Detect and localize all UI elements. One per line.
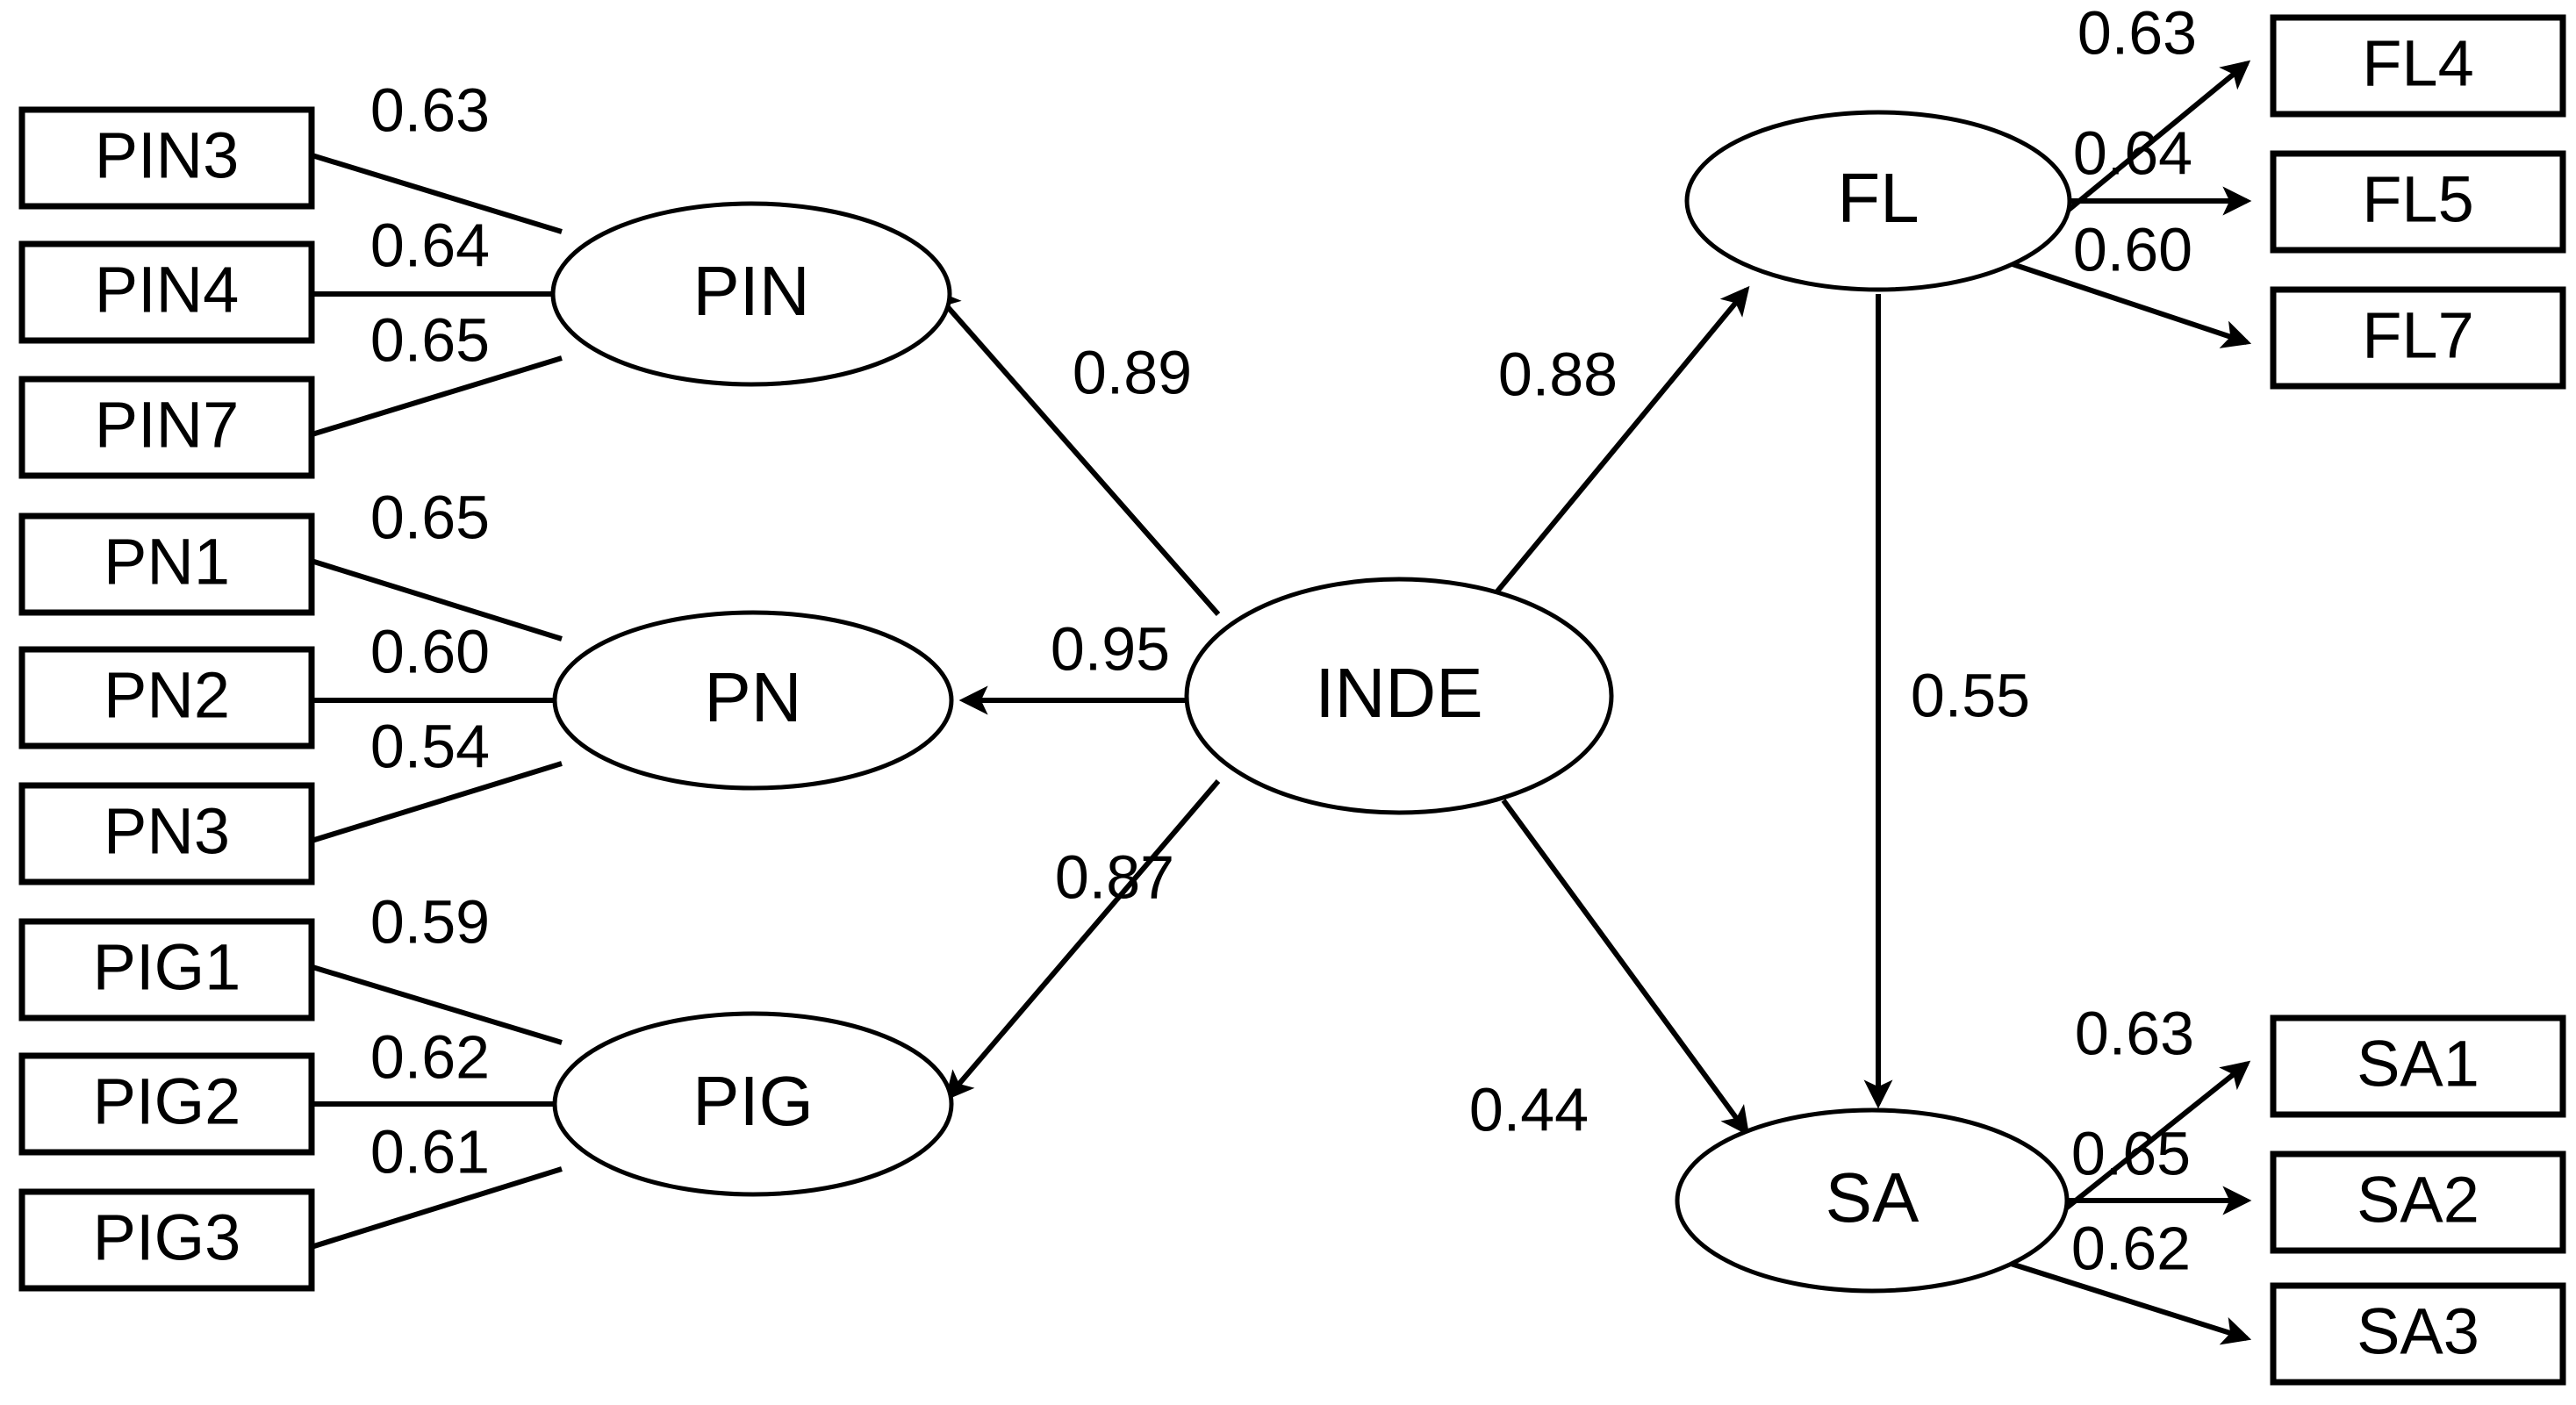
edge-inde-to-pig [944, 779, 1221, 1101]
weight-fl-sa: 0.55 [1911, 661, 2030, 729]
weight-inde-sa: 0.44 [1469, 1075, 1589, 1143]
weight-sa-sa1: 0.63 [2075, 999, 2194, 1067]
node-ellipse-inde[interactable]: INDE [1184, 577, 1614, 815]
box-rect-fl5[interactable] [2270, 150, 2566, 254]
box-rect-pn1[interactable] [18, 513, 315, 616]
box-label-pn3: PN3 [104, 795, 230, 868]
weight-pin-pin4: 0.64 [370, 211, 490, 279]
box-label-fl4: FL4 [2362, 27, 2474, 100]
box-rect-sa1[interactable] [2270, 1014, 2566, 1118]
box-rect-pig3[interactable] [18, 1188, 315, 1292]
node-box-pn1[interactable]: PN1 [18, 513, 315, 616]
edge-inde-to-fl [1494, 285, 1750, 594]
edge-sa-to-sa3 [2005, 1259, 2252, 1345]
node-box-pin4[interactable]: PIN4 [18, 240, 315, 344]
box-rect-sa2[interactable] [2270, 1151, 2566, 1254]
weight-inde-pin: 0.89 [1073, 338, 1192, 406]
node-box-pig1[interactable]: PIG1 [18, 918, 315, 1021]
node-box-sa2[interactable]: SA2 [2270, 1151, 2566, 1254]
box-label-fl5: FL5 [2362, 163, 2474, 236]
box-label-pn1: PN1 [104, 526, 230, 599]
weight-pig-pig1: 0.59 [370, 887, 490, 956]
weight-pig-pig3: 0.61 [370, 1117, 490, 1186]
edge-group-pin: 0.63 0.64 0.65 [258, 75, 563, 456]
node-box-pn3[interactable]: PN3 [18, 782, 315, 885]
weight-pn-pn3: 0.54 [370, 712, 490, 780]
ellipse-label-sa: SA [1826, 1158, 1919, 1237]
edge-inde-to-pin [931, 288, 1221, 616]
edge-group-sa: 0.63 0.65 0.62 [2005, 999, 2252, 1345]
node-ellipse-pig[interactable]: PIG [552, 1011, 954, 1197]
weight-pn-pn1: 0.65 [370, 483, 490, 551]
node-box-pn2[interactable]: PN2 [18, 646, 315, 749]
ellipse-label-fl: FL [1837, 159, 1919, 237]
node-box-fl4[interactable]: FL4 [2270, 14, 2566, 118]
observed-boxes-left: PIN3 PIN4 PIN7 PN1 PN2 PN3 PIG1 PIG2 [18, 106, 315, 1292]
ellipse-label-pig: PIG [692, 1062, 814, 1140]
ellipse-shape-pin[interactable] [550, 201, 952, 387]
box-rect-pn2[interactable] [18, 646, 315, 749]
node-box-sa1[interactable]: SA1 [2270, 1014, 2566, 1118]
node-box-fl7[interactable]: FL7 [2270, 286, 2566, 390]
ellipse-label-inde: INDE [1315, 654, 1482, 732]
ellipse-shape-pn[interactable] [552, 610, 954, 791]
node-box-pig3[interactable]: PIG3 [18, 1188, 315, 1292]
edge-group-pn: 0.65 0.60 0.54 [258, 483, 563, 863]
weight-pig-pig2: 0.62 [370, 1022, 490, 1091]
box-label-pin7: PIN7 [95, 389, 240, 462]
box-rect-pin7[interactable] [18, 376, 315, 479]
box-rect-pn3[interactable] [18, 782, 315, 885]
box-label-pig1: PIG1 [93, 931, 241, 1004]
ellipse-shape-sa[interactable] [1675, 1108, 2070, 1294]
node-box-fl5[interactable]: FL5 [2270, 150, 2566, 254]
box-label-sa2: SA2 [2357, 1164, 2479, 1237]
latent-ellipses: PIN PN PIG INDE FL SA [550, 110, 2072, 1294]
box-rect-fl7[interactable] [2270, 286, 2566, 390]
box-label-pin3: PIN3 [95, 119, 240, 192]
box-label-pig2: PIG2 [93, 1065, 241, 1138]
node-box-pin3[interactable]: PIN3 [18, 106, 315, 210]
node-ellipse-pn[interactable]: PN [552, 610, 954, 791]
weight-pin-pin7: 0.65 [370, 305, 490, 374]
box-rect-pig2[interactable] [18, 1052, 315, 1156]
edge-group-fl: 0.63 0.64 0.60 [2009, 0, 2252, 348]
weight-fl-fl7: 0.60 [2073, 215, 2192, 283]
observed-boxes-right: FL4 FL5 FL7 SA1 SA2 SA3 [2270, 14, 2566, 1386]
weight-fl-fl5: 0.64 [2073, 118, 2192, 187]
box-rect-pig1[interactable] [18, 918, 315, 1021]
node-ellipse-fl[interactable]: FL [1684, 110, 2072, 292]
box-rect-fl4[interactable] [2270, 14, 2566, 118]
weight-inde-pn: 0.95 [1051, 614, 1170, 683]
node-box-sa3[interactable]: SA3 [2270, 1282, 2566, 1386]
ellipse-shape-inde[interactable] [1184, 577, 1614, 815]
box-label-pig3: PIG3 [93, 1201, 241, 1274]
box-label-pn2: PN2 [104, 659, 230, 732]
weight-pin-pin3: 0.63 [370, 75, 490, 144]
edge-group-structural: 0.89 0.95 0.87 0.88 0.44 0.55 [931, 285, 2030, 1143]
weight-inde-pig: 0.87 [1055, 842, 1174, 911]
box-rect-sa3[interactable] [2270, 1282, 2566, 1386]
box-rect-pin3[interactable] [18, 106, 315, 210]
node-ellipse-sa[interactable]: SA [1675, 1108, 2070, 1294]
node-box-pig2[interactable]: PIG2 [18, 1052, 315, 1156]
box-rect-pin4[interactable] [18, 240, 315, 344]
weight-sa-sa3: 0.62 [2071, 1214, 2191, 1282]
ellipse-label-pn: PN [704, 658, 801, 736]
ellipse-shape-pig[interactable] [552, 1011, 954, 1197]
box-label-pin4: PIN4 [95, 254, 240, 326]
weight-pn-pn2: 0.60 [370, 617, 490, 685]
box-label-sa3: SA3 [2357, 1295, 2479, 1368]
ellipse-label-pin: PIN [692, 252, 809, 330]
ellipse-shape-fl[interactable] [1684, 110, 2072, 292]
weight-fl-fl4: 0.63 [2077, 0, 2197, 67]
box-label-sa1: SA1 [2357, 1028, 2479, 1100]
node-ellipse-pin[interactable]: PIN [550, 201, 952, 387]
weight-inde-fl: 0.88 [1498, 340, 1618, 408]
node-box-pin7[interactable]: PIN7 [18, 376, 315, 479]
edge-fl-to-fl7 [2009, 261, 2252, 348]
box-label-fl7: FL7 [2362, 299, 2474, 372]
weight-sa-sa2: 0.65 [2071, 1119, 2191, 1187]
edge-inde-to-sa [1501, 799, 1750, 1136]
